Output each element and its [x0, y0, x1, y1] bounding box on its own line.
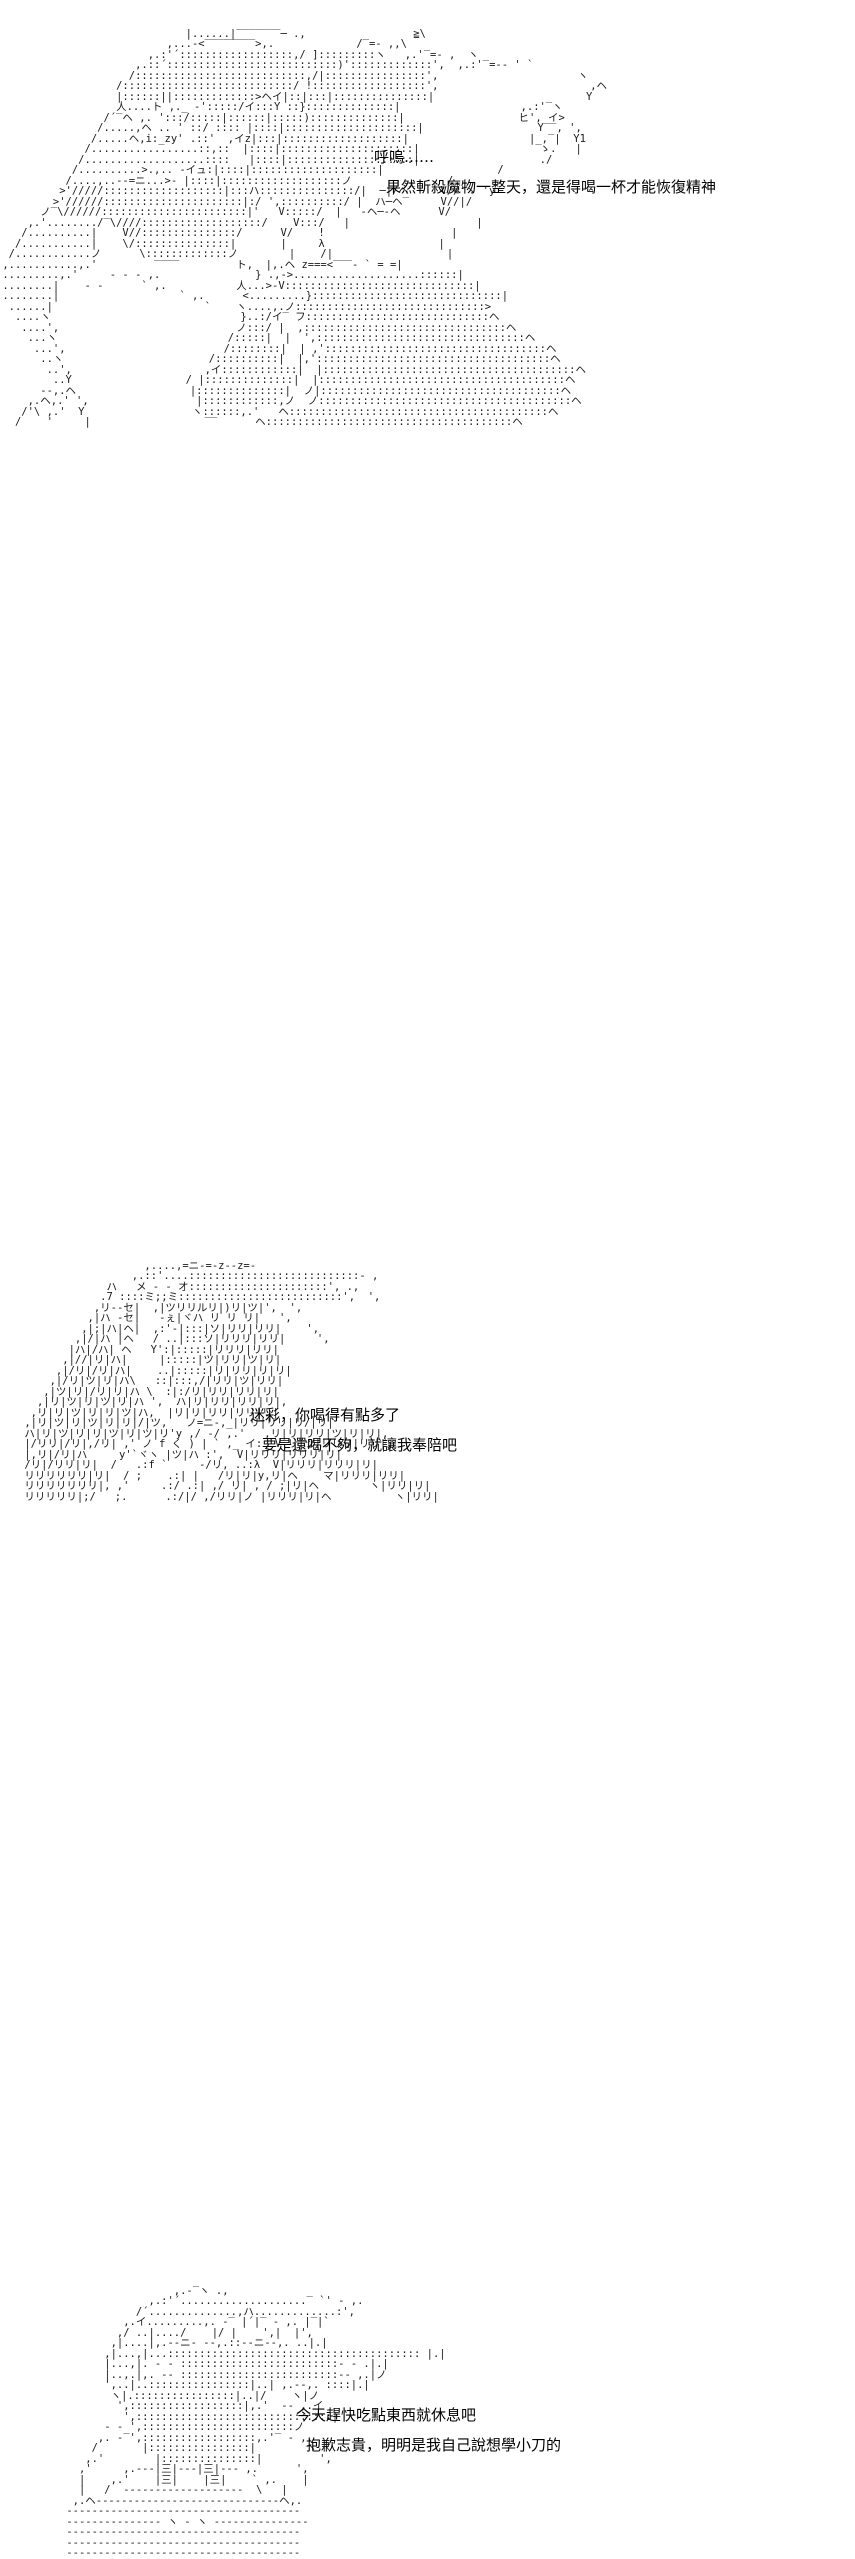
- dialogue-line: 抱歉志貴，明明是我自己說想學小刀的: [306, 2436, 562, 2454]
- meisai-ascii-art: ,....,=ニ‐=‐z‐‐z=‐ ,.::'....:::::::::::::…: [24, 1259, 439, 1503]
- shiki-drinking-ascii-art: |......|‾‾‾‾‾‾‾─ ., ≧\ ,...‐<‾‾‾‾‾‾‾‾>,.…: [2, 27, 608, 428]
- dialogue-line: 呼嗚……: [374, 148, 435, 166]
- dialogue-line: 要是還喝不夠，就讓我奉陪吧: [262, 1436, 458, 1454]
- story-panel-3: ,.‐‾ヽ ., ,.:'´....................‾ `' ‐…: [0, 1130, 855, 2558]
- story-panel-1: |......|‾‾‾‾‾‾‾─ ., ≧\ ,...‐<‾‾‾‾‾‾‾‾>,.…: [0, 0, 855, 600]
- dialogue-line: 果然斬殺魔物一整天，還是得喝一杯才能恢復精神: [386, 178, 717, 196]
- dialogue-line: 今天趕快吃點東西就休息吧: [296, 2406, 477, 2424]
- story-panel-2: ,....,=ニ‐=‐z‐‐z=‐ ,.::'....:::::::::::::…: [0, 620, 855, 1501]
- dialogue-line: 迷彩，你喝得有點多了: [250, 1406, 401, 1424]
